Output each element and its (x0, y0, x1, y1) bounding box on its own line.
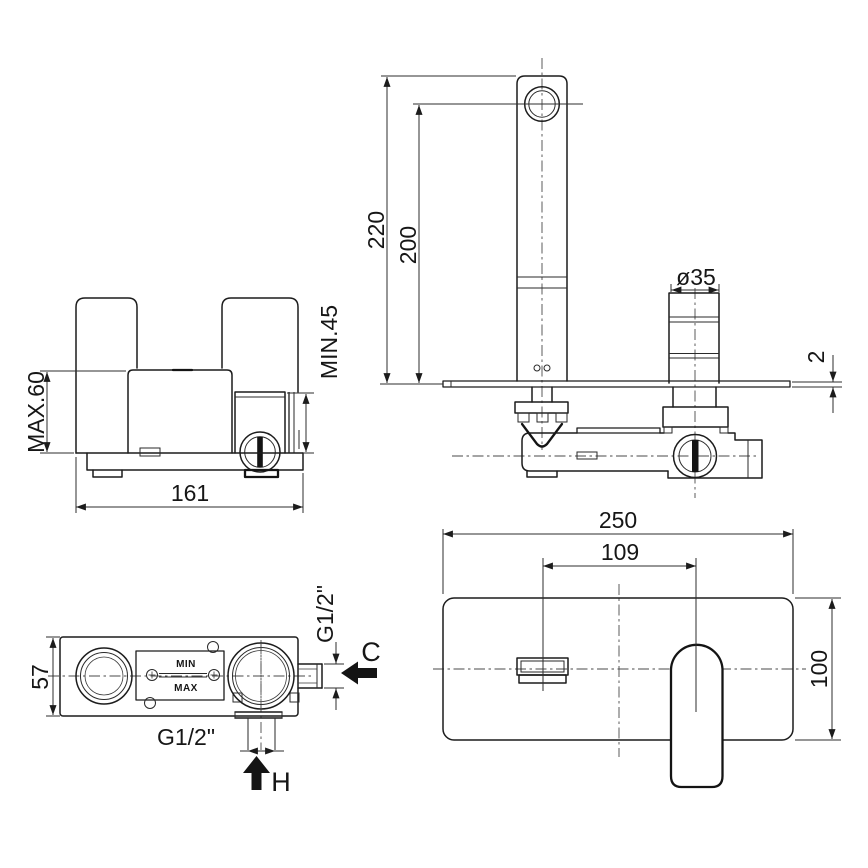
dim-plate-thickness: 2 (803, 351, 829, 364)
dim-spout-handle-spacing: 109 (601, 539, 639, 565)
hot-flow-arrow-icon (243, 756, 270, 790)
dim-body-width: 161 (171, 480, 209, 506)
label-min: MIN (176, 659, 196, 670)
label-hot: H (271, 767, 291, 797)
dim-spout-height: 200 (395, 226, 421, 264)
cold-flow-arrow-icon (341, 661, 377, 685)
dim-total-height: 220 (363, 211, 389, 249)
label-cold: C (361, 637, 381, 667)
handle-lever-outline (669, 643, 724, 789)
label-max: MAX (174, 683, 198, 694)
dim-plate-width: 250 (599, 507, 637, 533)
dim-body-depth: 57 (27, 664, 53, 690)
dim-bottom-thread: G1/2" (157, 724, 215, 750)
dim-plate-height: 100 (806, 650, 832, 688)
dim-handle-diameter: ø35 (676, 264, 716, 290)
view-front-plate: 250 109 100 (433, 507, 841, 789)
dim-side-thread: G1/2" (312, 585, 338, 643)
view-top-rough-in: MIN MAX G1/2" C G1/2" (27, 585, 381, 797)
dim-min-depth: MIN.45 (316, 305, 342, 379)
view-front-mixer: 220 200 (363, 58, 842, 498)
dim-max-depth: MAX.60 (23, 371, 49, 453)
view-side-rough-in: MAX.60 MIN.45 161 (23, 297, 342, 513)
